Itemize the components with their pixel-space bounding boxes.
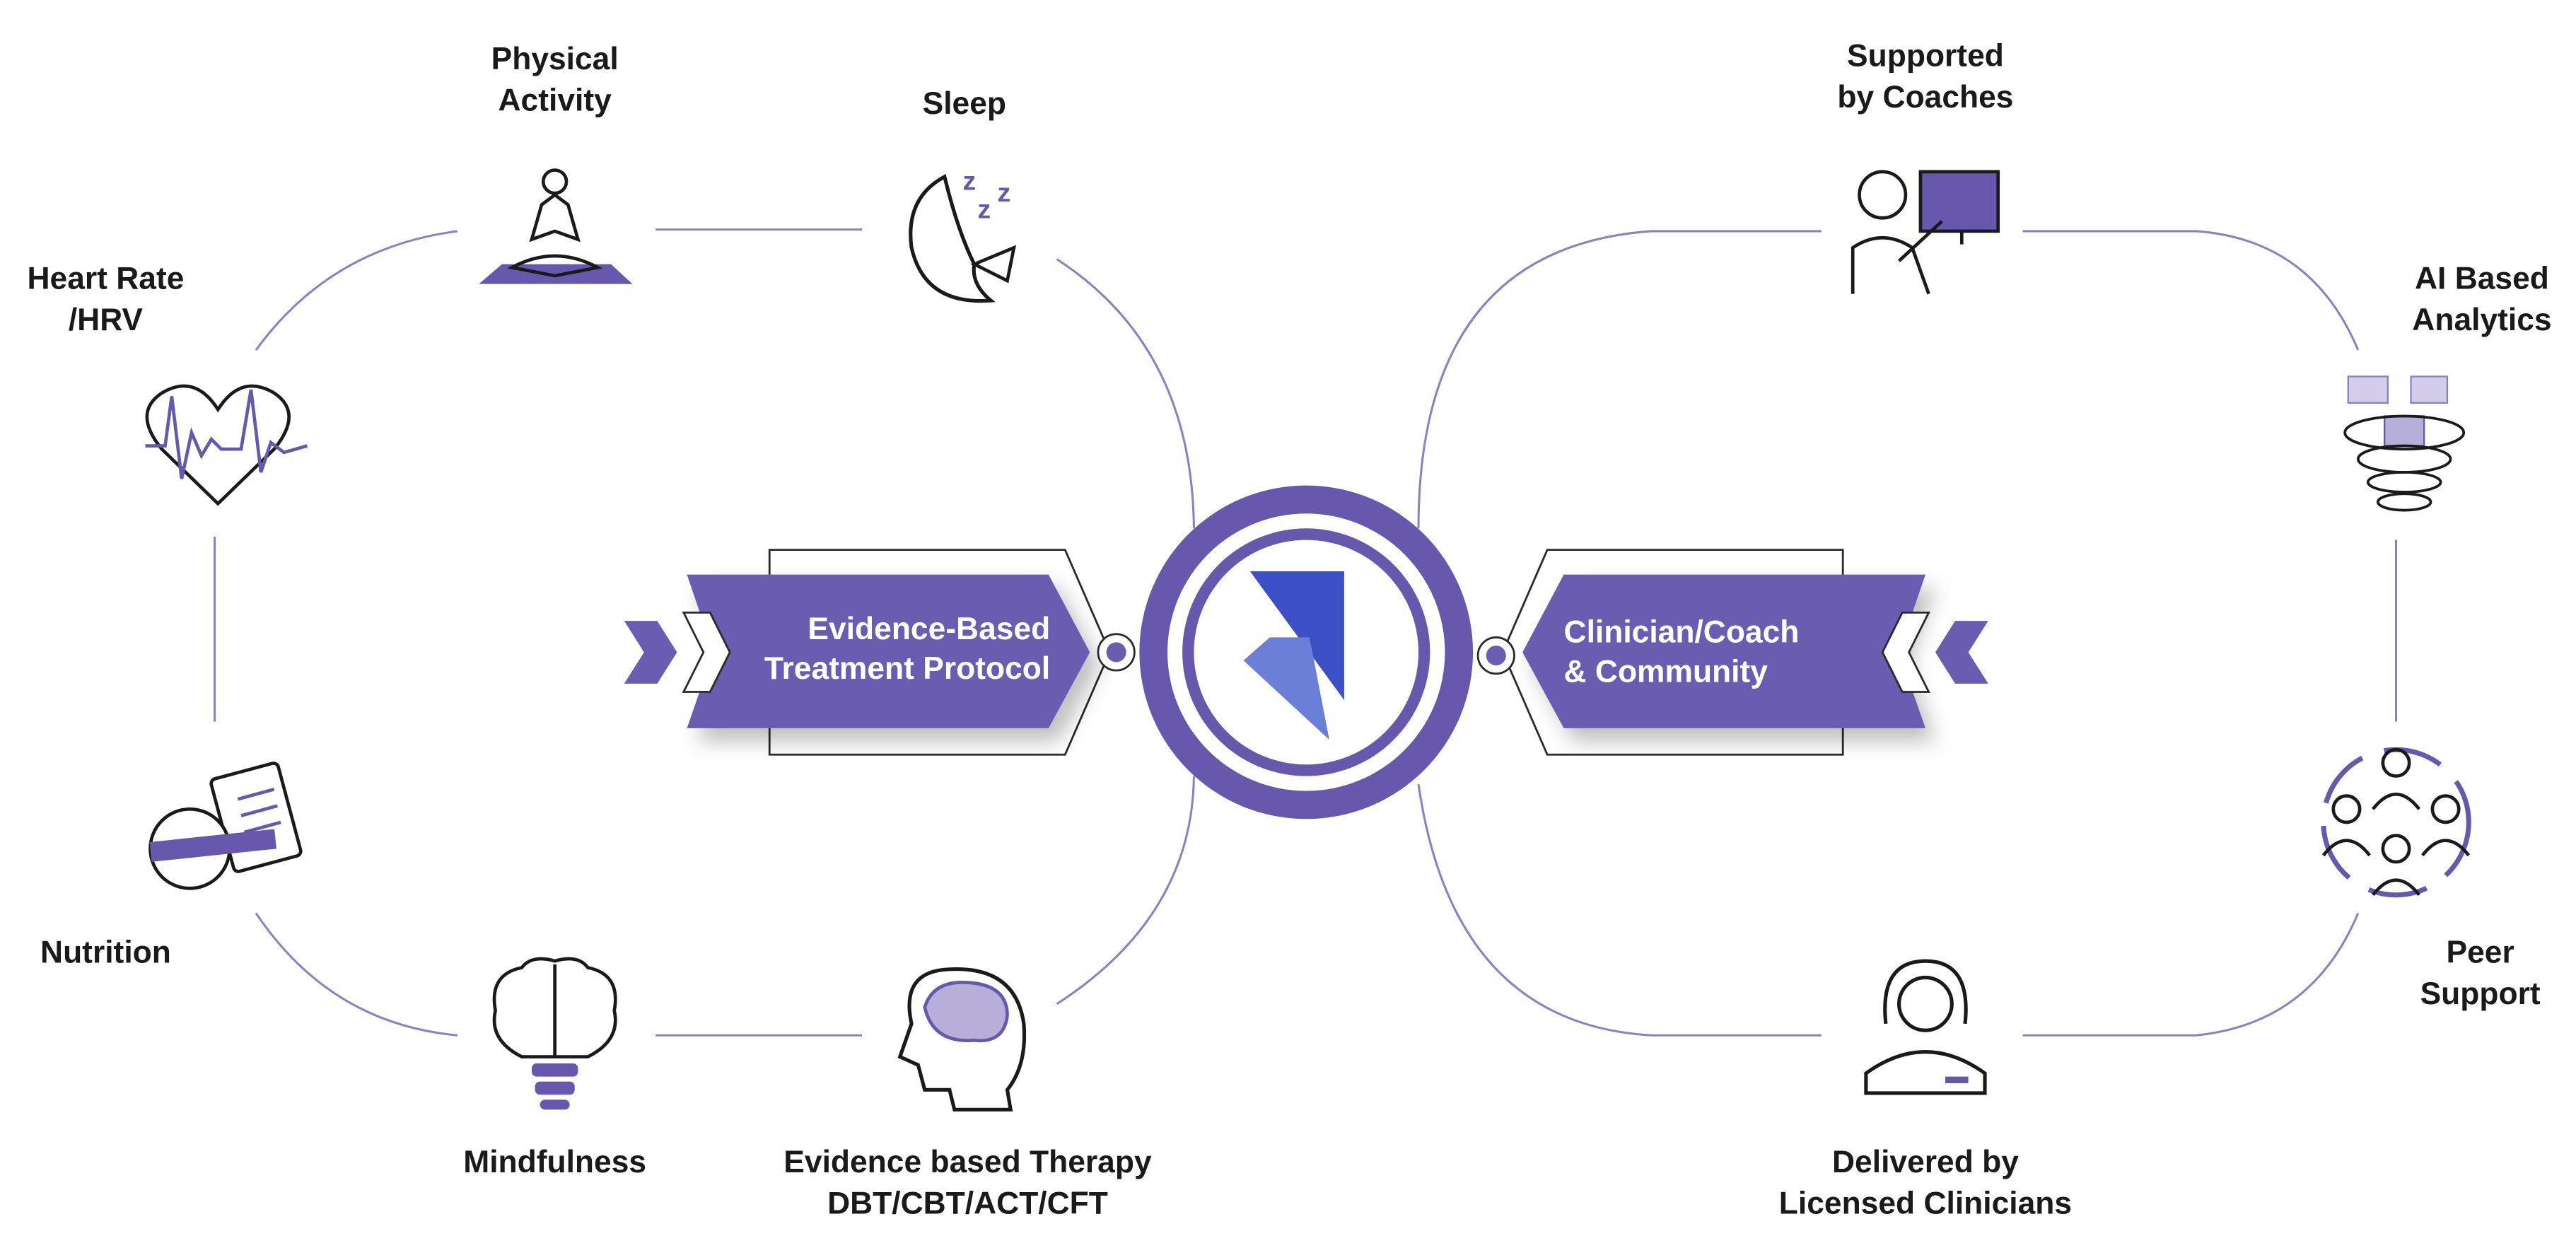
right-ribbon — [1476, 549, 1988, 756]
svg-text:z: z — [977, 194, 991, 223]
label-therapy: Evidence based Therapy DBT/CBT/ACT/CFT — [783, 1145, 1152, 1223]
label-peer: Peer Support — [2420, 936, 2541, 1013]
ai-analytics-icon — [2343, 375, 2466, 512]
coach-presentation-icon — [1851, 170, 2000, 295]
peer-group-icon — [2321, 747, 2471, 898]
sleep-moon-icon: z z z — [909, 166, 1017, 303]
label-nutrition: Nutrition — [40, 936, 171, 972]
brain-bulb-icon — [492, 957, 617, 1110]
left-ribbon — [624, 549, 1136, 756]
label-physical-activity: Physical Activity — [491, 42, 619, 119]
clinician-icon — [1864, 959, 1987, 1095]
connector-lines — [214, 228, 2398, 1037]
right-ribbon-title: Clinician/Coach & Community — [1563, 616, 1800, 691]
label-heart-rate: Heart Rate /HRV — [27, 262, 185, 339]
yoga-icon — [479, 168, 633, 284]
label-ai: AI Based Analytics — [2412, 262, 2552, 339]
label-sleep: Sleep — [922, 87, 1007, 122]
svg-text:z: z — [962, 166, 976, 196]
head-brain-icon — [897, 967, 1027, 1112]
label-coaches: Supported by Coaches — [1837, 40, 2014, 116]
brand-logo-icon — [1139, 485, 1474, 819]
heart-rate-icon — [145, 384, 308, 506]
left-ribbon-title: Evidence-Based Treatment Protocol — [764, 612, 1051, 687]
svg-text:z: z — [998, 177, 1011, 207]
label-mindfulness: Mindfulness — [463, 1145, 647, 1181]
nutrition-icon — [148, 762, 303, 890]
label-clinicians: Delivered by Licensed Clinicians — [1778, 1145, 2073, 1223]
